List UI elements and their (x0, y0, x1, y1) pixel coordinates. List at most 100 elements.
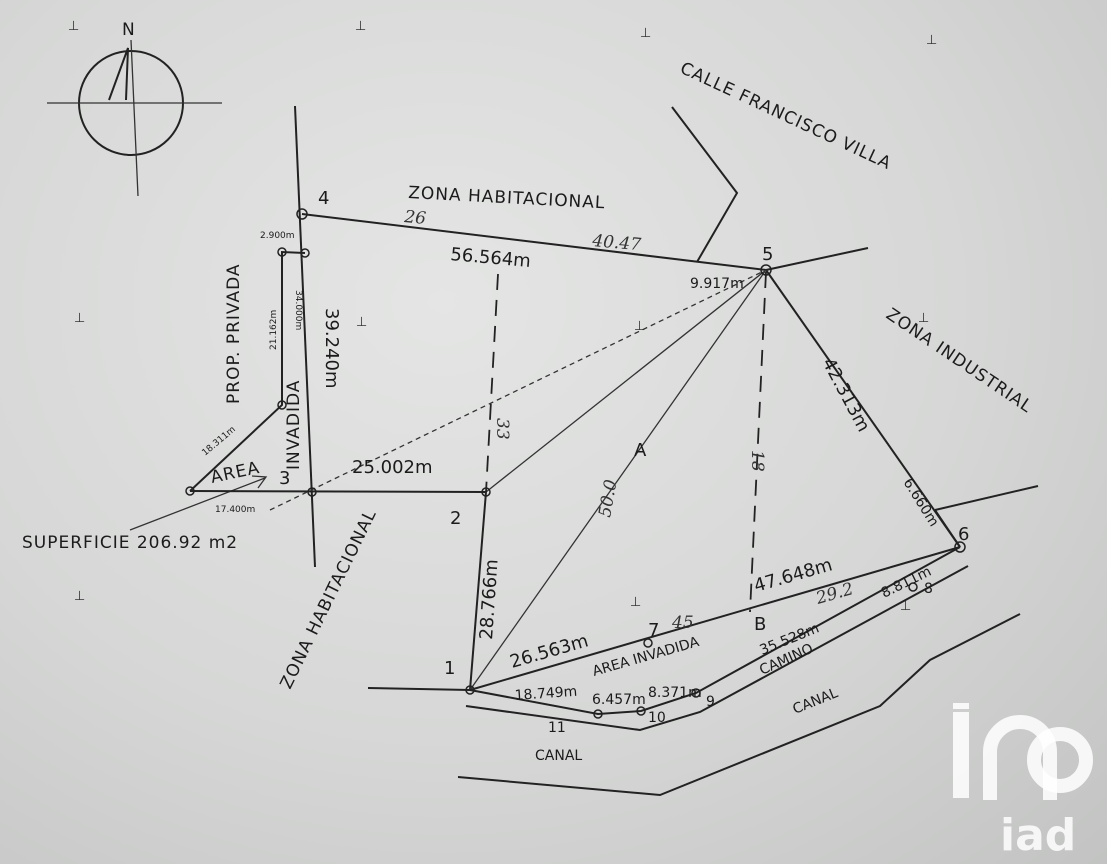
diagonal-3-5 (269, 269, 767, 511)
canal-bottom-label: CANAL (535, 748, 582, 764)
diagonal-2-5 (485, 269, 767, 493)
superficie-label: SUPERFICIE 206.92 m2 (22, 533, 238, 553)
vertex-label-11: 11 (548, 720, 566, 736)
measure-strip-right: 34.000m (293, 290, 303, 330)
measure-west-line: 39.240m (321, 308, 342, 389)
edge-4-5 (301, 213, 767, 271)
invaded-strip-boundary (189, 250, 306, 492)
vertex-marker (277, 400, 287, 410)
vertex-1-extension (367, 687, 471, 691)
vertex-label-5: 5 (762, 244, 773, 265)
zone-habitacional-left-label: ZONA HABITACIONAL (277, 506, 381, 692)
measure-area-diagonal: 18.311m (201, 425, 238, 459)
vertex-marker (185, 486, 195, 496)
handwritten-note: 26 (403, 207, 427, 229)
vertex-markers (185, 208, 966, 719)
measure-4-5: 56.564m (450, 244, 532, 272)
vertex-marker (636, 706, 646, 716)
camino-line (469, 546, 961, 716)
grid-cross: ⊥ (634, 319, 645, 334)
edge-5-6 (765, 269, 961, 548)
edge-6-1 (469, 546, 961, 691)
west-property-line (294, 105, 316, 568)
vertex-marker (307, 487, 317, 497)
measure-area-base: 17.400m (215, 505, 255, 515)
diagonal-1-5 (469, 269, 767, 691)
division-line-right (749, 271, 767, 613)
handwritten-note: 29.2 (813, 579, 856, 609)
grid-cross: ⊥ (640, 26, 651, 41)
edge-1-2 (469, 491, 487, 691)
vertex-label-8: 8 (924, 581, 933, 597)
invadida-vertical-label: INVADIDA (284, 380, 304, 470)
zone-industrial-label: ZONA INDUSTRIAL (882, 305, 1036, 418)
vertex-marker (643, 638, 653, 648)
zone-habitacional-top-label: ZONA HABITACIONAL (408, 183, 606, 213)
measure-1-2: 28.766m (476, 559, 503, 641)
grid-cross: ⊥ (926, 33, 937, 48)
handwritten-note: 33 (492, 418, 512, 440)
vertex-marker (296, 208, 308, 220)
grid-cross: ⊥ (356, 315, 367, 330)
prop-privada-label: PROP. PRIVADA (224, 263, 244, 404)
division-line-left (485, 273, 499, 493)
handwritten-note: 45 (671, 613, 694, 633)
grid-cross: ⊥ (355, 19, 366, 34)
grid-cross: ⊥ (68, 19, 79, 34)
measure-strip-left: 21.162m (269, 310, 279, 350)
area-invadida-label: AREA INVADIDA (591, 634, 702, 680)
logo-wordmark: iad (1000, 810, 1076, 861)
grid-cross: ⊥ (630, 595, 641, 610)
industrial-lower-boundary (934, 485, 1039, 511)
vertex-marker (481, 487, 491, 497)
measure-6-segment: 6.660m (900, 476, 942, 530)
handwritten-note: 18 (747, 450, 767, 472)
vertex-label-6: 6 (958, 524, 969, 545)
north-arrow-icon (108, 47, 129, 101)
vertex-label-4: 4 (318, 188, 329, 209)
logo-ring-shape (1027, 727, 1093, 793)
superficie-leader-line (129, 477, 266, 531)
area-label-a: A (634, 440, 647, 461)
compass-axis-v (130, 39, 139, 197)
arrowhead-icon (251, 475, 268, 489)
vertex-label-2: 2 (450, 508, 461, 529)
street-boundary (671, 106, 739, 263)
compass-north-label: N (122, 20, 136, 40)
measure-5-segment: 9.917m (690, 276, 744, 292)
handwritten-note: 50.0 (595, 478, 621, 519)
vertex-label-10: 10 (648, 710, 666, 726)
grid-crosses: ⊥ ⊥ ⊥ ⊥ ⊥ ⊥ ⊥ ⊥ ⊥ ⊥ ⊥ (68, 19, 937, 614)
grid-cross: ⊥ (900, 599, 911, 614)
vertex-marker (908, 582, 918, 592)
vertex-marker (465, 685, 475, 695)
measure-11-10: 6.457m (592, 692, 646, 708)
vertex-marker (954, 541, 966, 553)
lot-boundary (189, 213, 961, 691)
vertex-marker (760, 264, 772, 276)
vertex-label-7: 7 (648, 620, 659, 641)
vertex-marker (300, 248, 310, 258)
canal-outer-edge (457, 613, 1021, 797)
vertex-label-9: 9 (706, 694, 715, 710)
measure-3-2: 25.002m (352, 457, 433, 478)
logo-dot-shape (953, 703, 969, 709)
measure-10-9: 8.371m (648, 685, 702, 701)
handwritten-note: 40.47 (591, 231, 642, 255)
vertex-marker (593, 709, 603, 719)
area-label: AREA (209, 458, 262, 488)
vertex-label-1: 1 (444, 658, 455, 679)
grid-cross: ⊥ (74, 589, 85, 604)
grid-cross: ⊥ (74, 311, 85, 326)
iad-watermark-logo: iad (953, 703, 1093, 861)
industrial-boundary (765, 247, 869, 271)
measure-1-11: 18.749m (514, 684, 578, 704)
canal-right-label: CANAL (791, 685, 841, 718)
logo-bar-shape (953, 712, 969, 798)
vertex-marker (691, 688, 701, 698)
vertex-label-3: 3 (279, 468, 290, 489)
measure-5-6: 42.313m (818, 354, 874, 435)
grid-cross: ⊥ (918, 311, 929, 326)
